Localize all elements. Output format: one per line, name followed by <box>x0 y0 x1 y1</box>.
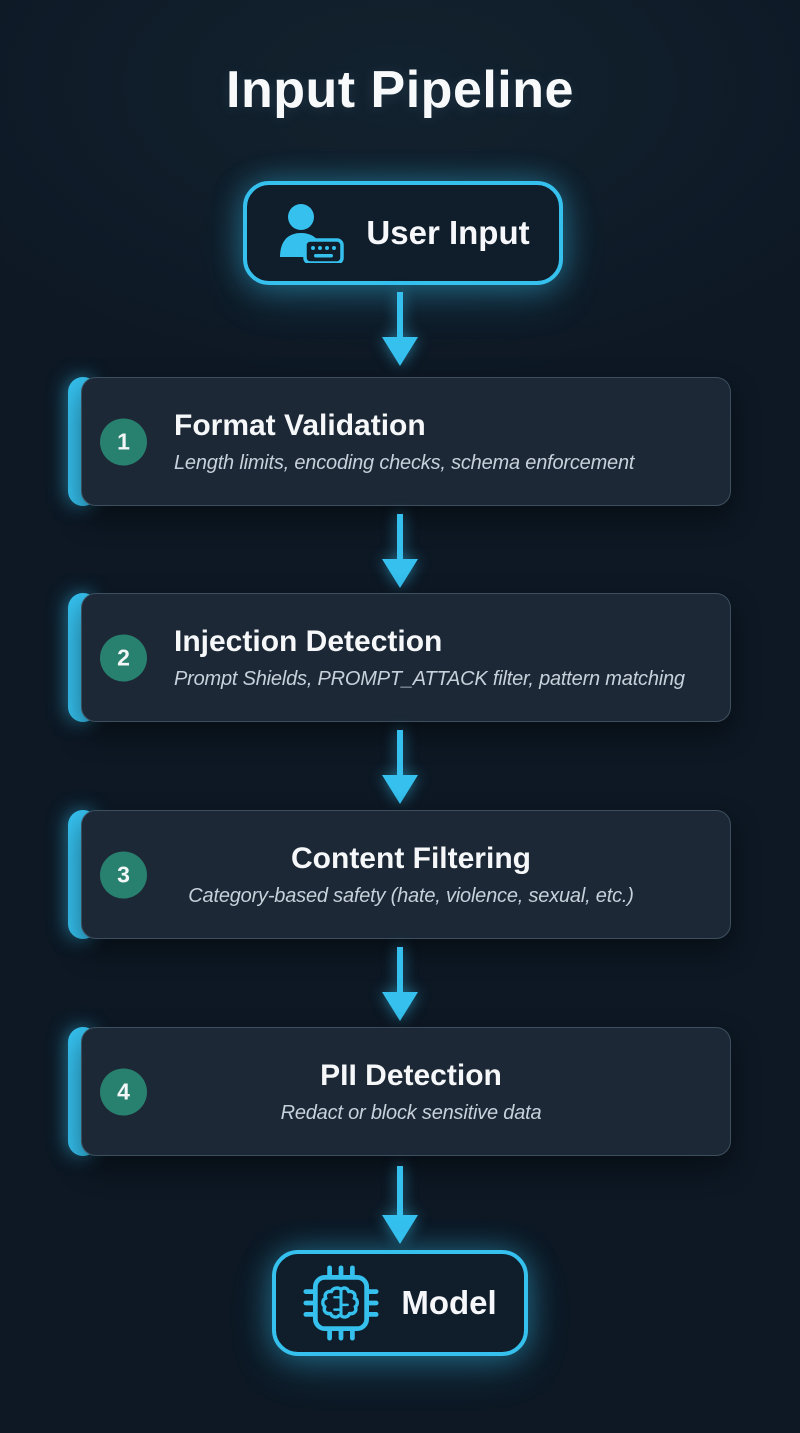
step-title: Format Validation <box>174 408 426 442</box>
model-label: Model <box>401 1284 497 1321</box>
step-title: Injection Detection <box>174 624 443 658</box>
step-number-badge: 1 <box>100 418 147 465</box>
step-content-filtering: 3 Content Filtering Category-based safet… <box>68 810 731 939</box>
step-pii-detection: 4 PII Detection Redact or block sensitiv… <box>68 1027 731 1156</box>
step-description: Category-based safety (hate, violence, s… <box>188 884 634 907</box>
user-input-label: User Input <box>366 214 530 251</box>
flow-arrow <box>382 730 418 804</box>
step-description: Length limits, encoding checks, schema e… <box>174 451 635 474</box>
user-input-node: User Input <box>243 181 563 285</box>
step-title: Content Filtering <box>291 841 531 875</box>
page-title: Input Pipeline <box>226 61 574 119</box>
ai-chip-icon <box>303 1265 379 1341</box>
step-number-badge: 4 <box>100 1068 147 1115</box>
user-keyboard-icon <box>280 204 345 263</box>
step-number-badge: 2 <box>100 634 147 681</box>
step-card: 1 Format Validation Length limits, encod… <box>81 377 731 506</box>
step-injection-detection: 2 Injection Detection Prompt Shields, PR… <box>68 593 731 722</box>
flow-arrow <box>382 947 418 1021</box>
step-description: Prompt Shields, PROMPT_ATTACK filter, pa… <box>174 667 685 690</box>
flow-arrow <box>382 514 418 588</box>
step-card: 4 PII Detection Redact or block sensitiv… <box>81 1027 731 1156</box>
step-number-badge: 3 <box>100 851 147 898</box>
step-card: 3 Content Filtering Category-based safet… <box>81 810 731 939</box>
model-node: Model <box>272 1250 528 1356</box>
flow-arrow <box>382 1166 418 1244</box>
step-format-validation: 1 Format Validation Length limits, encod… <box>68 377 731 506</box>
step-description: Redact or block sensitive data <box>280 1101 542 1124</box>
step-title: PII Detection <box>320 1058 502 1092</box>
flow-arrow <box>382 292 418 366</box>
step-card: 2 Injection Detection Prompt Shields, PR… <box>81 593 731 722</box>
